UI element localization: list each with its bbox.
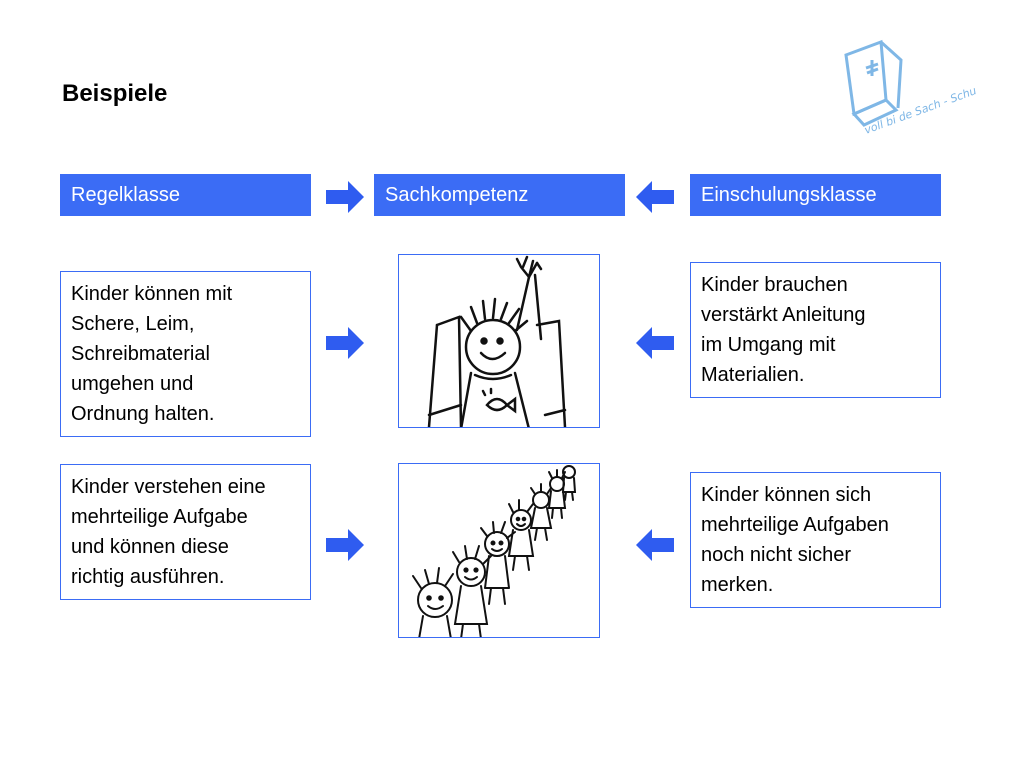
child-raising-hand-illustration: [398, 254, 600, 428]
header-sachkompetenz: Sachkompetenz: [374, 174, 625, 216]
row2-right-text: Kinder können sich mehrteilige Aufgaben …: [690, 472, 941, 608]
school-logo: voll bi de Sach - Schuel Fleitsbach: [844, 39, 976, 137]
arrow-right-icon: [326, 529, 364, 561]
row1-right-text: Kinder brauchen verstärkt Anleitung im U…: [690, 262, 941, 398]
row2-left-text: Kinder verstehen eine mehrteilige Aufgab…: [60, 464, 311, 600]
children-line-illustration: [398, 463, 600, 638]
row1-left-text: Kinder können mit Schere, Leim, Schreibm…: [60, 271, 311, 437]
logo-text: voll bi de Sach - Schuel Fleitsbach: [863, 60, 976, 136]
header-regelklasse: Regelklasse: [60, 174, 311, 216]
arrow-left-icon: [636, 181, 674, 213]
arrow-right-icon: [326, 181, 364, 213]
arrow-left-icon: [636, 529, 674, 561]
arrow-right-icon: [326, 327, 364, 359]
slide-title: Beispiele: [62, 80, 168, 107]
arrow-left-icon: [636, 327, 674, 359]
header-einschulungsklasse: Einschulungsklasse: [690, 174, 941, 216]
